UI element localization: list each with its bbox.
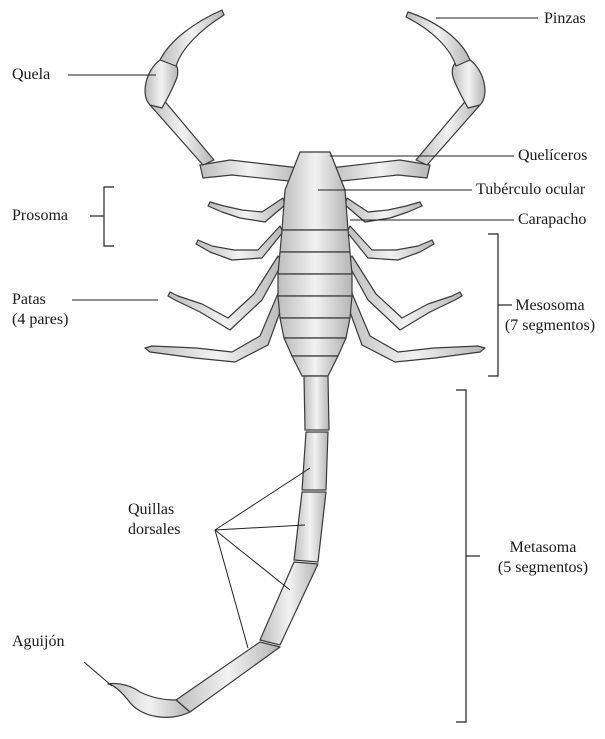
legs-left xyxy=(145,198,288,362)
label-quillas-line1: Quillas xyxy=(128,500,180,520)
label-tuberculo-ocular: Tubérculo ocular xyxy=(476,180,585,200)
label-quillas-dorsales: Quillas dorsales xyxy=(128,500,180,540)
label-queliceros: Quelíceros xyxy=(518,146,587,166)
pedipalp-left xyxy=(145,10,300,182)
label-metasoma-line2: (5 segmentos) xyxy=(484,558,602,578)
label-pinzas: Pinzas xyxy=(544,9,586,29)
label-patas-line2: (4 pares) xyxy=(12,310,68,330)
label-prosoma: Prosoma xyxy=(12,206,68,226)
label-mesosoma: Mesosoma (7 segmentos) xyxy=(496,296,604,336)
label-patas: Patas (4 pares) xyxy=(12,290,68,330)
label-patas-line1: Patas xyxy=(12,290,68,310)
mesosoma-segments xyxy=(278,230,352,376)
label-quillas-line2: dorsales xyxy=(128,520,180,540)
metasoma-segments xyxy=(176,376,329,712)
carapace xyxy=(282,152,348,230)
label-quela: Quela xyxy=(12,65,50,85)
label-mesosoma-line2: (7 segmentos) xyxy=(496,316,604,336)
label-metasoma-line1: Metasoma xyxy=(484,538,602,558)
label-aguijon: Aguijón xyxy=(12,632,64,652)
legs-right xyxy=(342,198,485,362)
label-carapacho: Carapacho xyxy=(518,210,586,230)
label-metasoma: Metasoma (5 segmentos) xyxy=(484,538,602,578)
label-mesosoma-line1: Mesosoma xyxy=(496,296,604,316)
